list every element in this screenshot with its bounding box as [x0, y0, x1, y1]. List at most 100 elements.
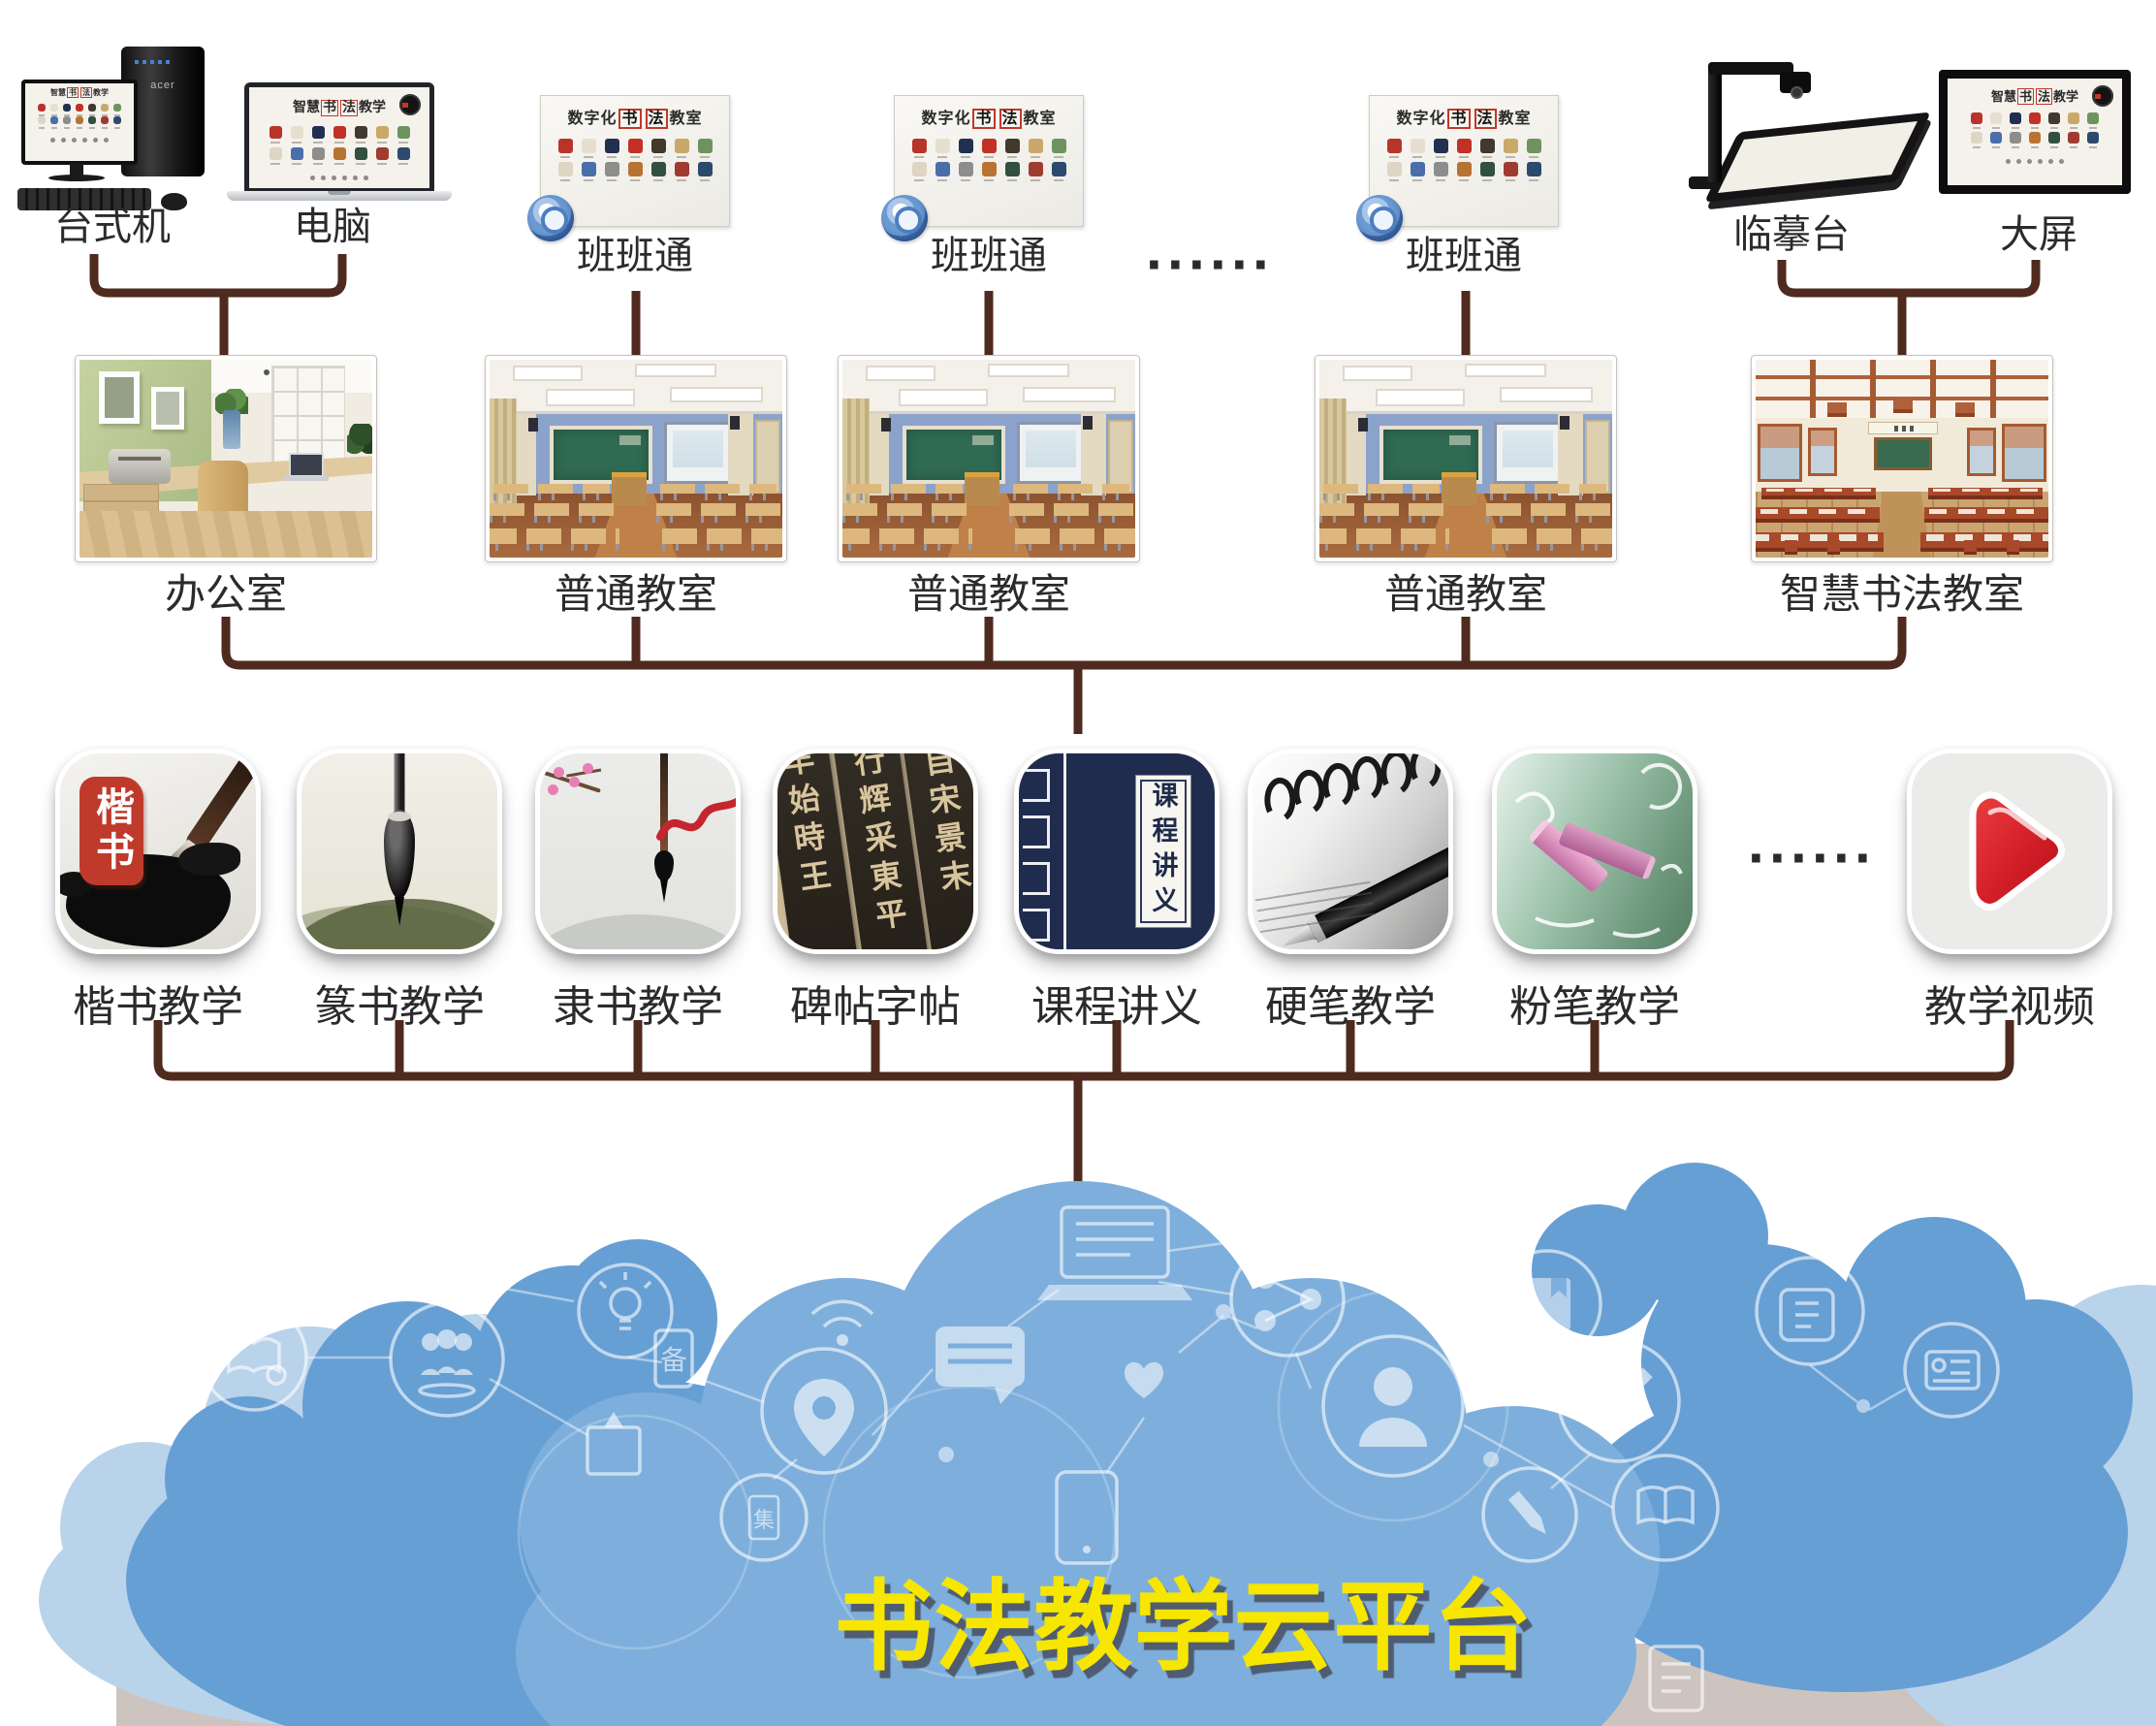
- screen-app-grid: [1948, 112, 2122, 148]
- ribbon-icon: [656, 797, 736, 841]
- cloud-icon-wifi: [810, 1299, 874, 1346]
- big-screen-tv: 智慧书法教学: [1939, 70, 2131, 194]
- room-photo-classroom-2: [838, 355, 1140, 562]
- svg-text:备: 备: [660, 1345, 687, 1375]
- cloud-icon-id-card: [1903, 1322, 2000, 1419]
- cloud-graphic: 备: [39, 1163, 2156, 1726]
- tower-leds: [135, 60, 174, 64]
- app-tile-zhuanshu: [297, 749, 502, 954]
- cloud-icon-tablet: [1055, 1470, 1119, 1565]
- screen-title: 智慧书法教学: [50, 87, 109, 98]
- desktop-monitor: 智慧书法教学: [21, 80, 138, 165]
- device-label-banbantong-3: 班班通: [1406, 235, 1522, 277]
- svg-text:集: 集: [753, 1508, 775, 1532]
- app-label-jiangyi: 课程讲义: [1031, 983, 1202, 1031]
- laptop-base: [227, 191, 452, 201]
- brush-icon: [182, 753, 256, 855]
- app-tile-jiangyi: 课程讲义: [1014, 749, 1220, 954]
- device-label-copystand: 临摹台: [1733, 213, 1850, 256]
- app-tile-kaishu: 楷书: [55, 749, 261, 954]
- device-label-banbantong-2: 班班通: [931, 235, 1047, 277]
- device-label-banbantong-1: 班班通: [577, 235, 693, 277]
- browser-logo-icon: [527, 195, 574, 241]
- banbantong-screen-3: 数字化书法教室: [1356, 95, 1559, 241]
- copystand-top-arm: [1708, 62, 1793, 75]
- cloud-icon-laptop: [1037, 1205, 1192, 1300]
- room-label-classroom-2: 普通教室: [906, 571, 1071, 617]
- screen-title: 数字化书法教室: [1396, 109, 1532, 129]
- cloud-icon-antenna: [414, 1217, 429, 1281]
- app-tile-beitie: 丰始時王 行辉采東平 自宋景末: [773, 749, 978, 954]
- banbantong-screen-2: 数字化书法教室: [881, 95, 1084, 241]
- kaishu-seal: 楷书: [79, 777, 143, 885]
- screen-stamp-icon: [399, 94, 421, 115]
- screen-app-grid: [1370, 139, 1558, 181]
- copystand-arm: [1708, 70, 1722, 182]
- screen-dots: [25, 132, 134, 149]
- room-label-smart-classroom: 智慧书法教室: [1779, 571, 2025, 617]
- app-tile-lishu: [535, 749, 741, 954]
- screen-title: 智慧书法教学: [1990, 88, 2079, 105]
- app-label-fenbi: 粉笔教学: [1509, 983, 1680, 1031]
- device-label-bigscreen: 大屏: [2000, 213, 2077, 256]
- browser-logo-icon: [1356, 195, 1403, 241]
- screen-title: 智慧书法教学: [293, 100, 386, 116]
- monitor-base: [48, 175, 105, 181]
- cloud-icon-share: [1229, 1241, 1346, 1358]
- screen-stamp-icon: [2092, 85, 2113, 107]
- room-photo-classroom-1: [485, 355, 787, 562]
- cloud-icon-book-gear: [200, 1303, 308, 1412]
- copystand-camera-icon: [1780, 72, 1811, 99]
- app-tile-video: [1907, 749, 2112, 954]
- cloud-icon-bei-badge: 备: [653, 1328, 694, 1389]
- app-label-zhuanshu: 篆书教学: [314, 983, 485, 1031]
- app-label-beitie: 碑帖字帖: [790, 983, 961, 1031]
- cloud-icon-people: [389, 1301, 505, 1418]
- screen-app-grid: [25, 104, 134, 129]
- room-photo-smart-classroom: [1751, 355, 2053, 562]
- cloud-icon-open-book: [1611, 1454, 1720, 1562]
- browser-logo-icon: [881, 195, 928, 241]
- screen-dots: [1948, 153, 2122, 171]
- room-label-classroom-1: 普通教室: [554, 571, 718, 617]
- cloud-icon-lightbulb: [577, 1263, 674, 1359]
- room-photo-classroom-3: [1315, 355, 1617, 562]
- screen-title: 数字化书法教室: [567, 109, 703, 129]
- device-label-desktop: 台式机: [54, 206, 171, 248]
- room-label-classroom-3: 普通教室: [1383, 571, 1548, 617]
- keyboard: [17, 188, 151, 210]
- screen-app-grid: [541, 139, 729, 181]
- desktop-screen: 智慧书法教学: [25, 83, 134, 161]
- cloud-main: [516, 1181, 1660, 1726]
- cloud-mid-right: [1532, 1163, 2133, 1692]
- mouse: [161, 193, 187, 210]
- monitor-stand: [70, 163, 83, 176]
- cloud-icon-heart: [1125, 1361, 1163, 1398]
- cloud-icon-pencil: [1481, 1466, 1578, 1563]
- cloud-icon-ji-seal: 集: [719, 1473, 808, 1562]
- room-photo-office: [75, 355, 377, 562]
- cloud-icon-doc: [1648, 1645, 1704, 1712]
- app-label-video: 教学视频: [1924, 983, 2095, 1031]
- cloud-icon-person: [1321, 1334, 1465, 1478]
- device-label-laptop: 电脑: [294, 206, 371, 248]
- cloud-icon-book: [1492, 1249, 1602, 1359]
- cloud-icon-chat: [935, 1326, 1025, 1404]
- screen-title: 数字化书法教室: [921, 109, 1057, 129]
- app-tile-fenbi: [1492, 749, 1697, 954]
- app-label-kaishu: 楷书教学: [73, 983, 243, 1031]
- cloud-icon-location: [760, 1347, 888, 1475]
- cloud-icon-scroll: [1755, 1256, 1865, 1366]
- laptop: 智慧书法教学: [244, 82, 434, 193]
- tower-brand: acer: [150, 80, 175, 91]
- book-cover-label: 课程讲义: [1135, 775, 1191, 928]
- room-label-office: 办公室: [164, 571, 288, 617]
- app-label-yingbi: 硬笔教学: [1265, 983, 1436, 1031]
- app-label-lishu: 隶书教学: [553, 983, 723, 1031]
- banbantong-screen-1: 数字化书法教室: [527, 95, 730, 241]
- screen-dots: [249, 170, 429, 187]
- screen-app-grid: [249, 126, 429, 165]
- cloud-icon-play: [1321, 1171, 1432, 1282]
